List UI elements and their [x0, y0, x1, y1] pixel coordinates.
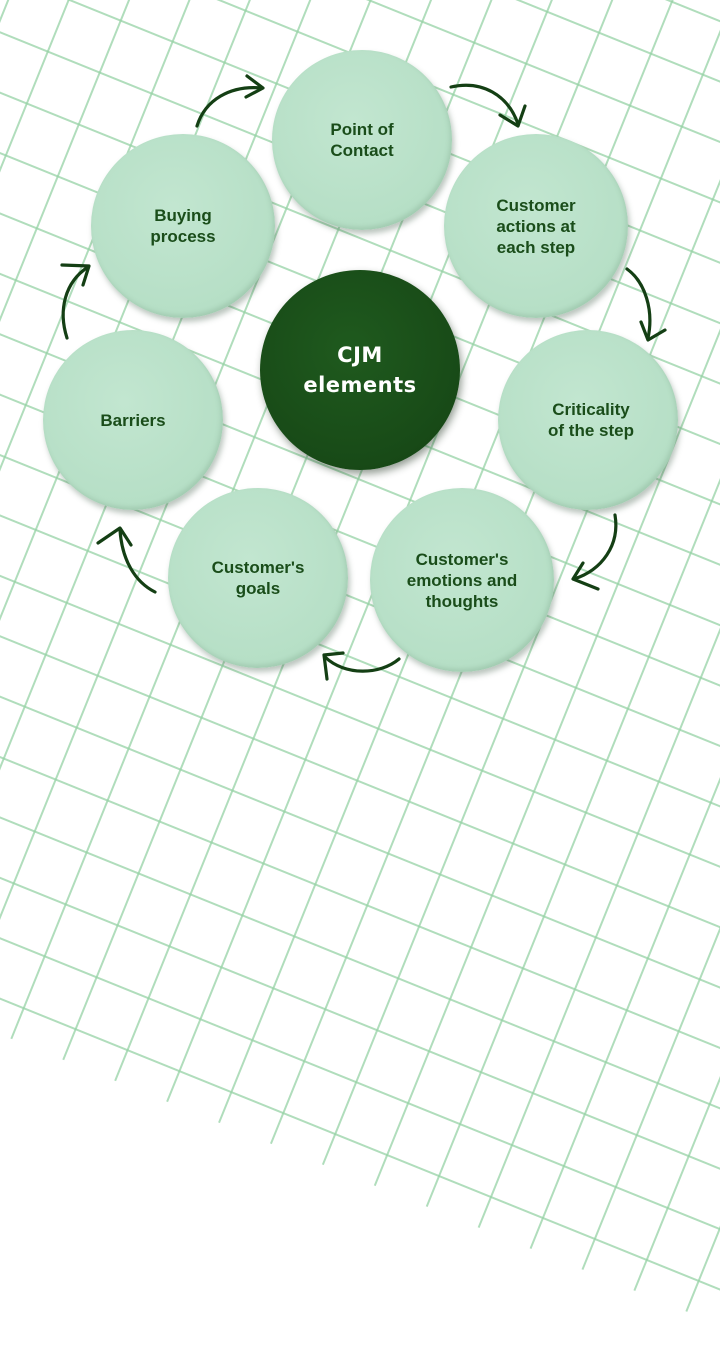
node-label: Customer actions at each step	[496, 195, 576, 257]
node-emotions: Customer's emotions and thoughts	[370, 488, 554, 672]
node-label: Barriers	[100, 410, 166, 430]
node-point-of-contact: Point of Contact	[272, 50, 452, 230]
node-customer-actions: Customer actions at each step	[444, 134, 628, 318]
center-node-cjm-elements: CJM elements	[260, 270, 460, 470]
center-label: CJM elements	[303, 343, 417, 397]
node-label: Customer's emotions and thoughts	[406, 549, 518, 611]
node-label: Customer's goals	[211, 558, 305, 598]
node-label: Point of Contact	[330, 120, 394, 160]
node-buying-process: Buying process	[91, 134, 275, 318]
node-barriers: Barriers	[43, 330, 223, 510]
node-label: Criticality of the step	[548, 400, 634, 440]
node-criticality: Criticality of the step	[498, 330, 678, 510]
node-goals: Customer's goals	[168, 488, 348, 668]
node-label: Buying process	[150, 206, 216, 246]
